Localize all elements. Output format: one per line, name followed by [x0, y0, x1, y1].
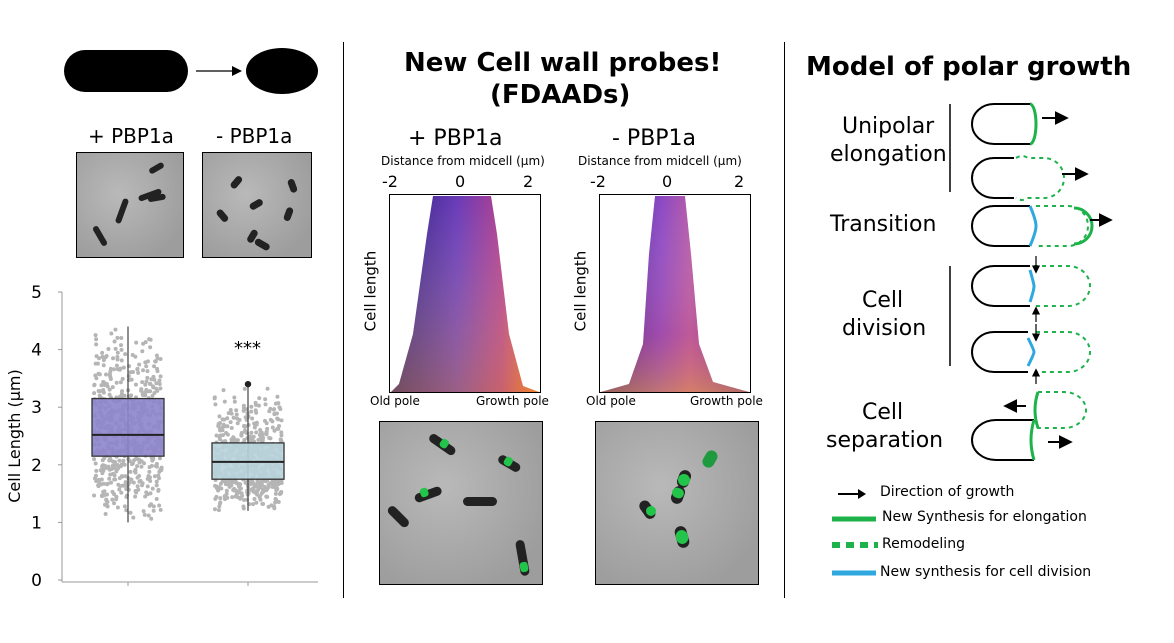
axis-title-minus: Distance from midcell (μm)	[578, 154, 742, 168]
y-tick-label: 0	[31, 571, 42, 591]
tick-minus-0: 0	[662, 172, 673, 191]
minus-pbp1a-label: - PBP1a	[216, 124, 293, 148]
outlier-point	[244, 380, 252, 388]
legend-division-swatch	[832, 570, 876, 576]
y-tick-label: 2	[31, 456, 42, 476]
micrograph-minus-pbp1a	[202, 152, 312, 258]
demograph-minus-pbp1a	[599, 194, 751, 393]
plus-pbp1a-label: + PBP1a	[88, 124, 174, 148]
stage-unipolar-line1: Unipolar	[842, 114, 935, 139]
growth-pole-minus: Growth pole	[690, 394, 763, 408]
rod-cell-shape	[64, 50, 188, 92]
legend-elongation-swatch	[832, 516, 876, 522]
heatmap-plus-label: + PBP1a	[408, 126, 503, 151]
polar-growth-model-diagram	[949, 102, 1113, 461]
stage-unipolar-line2: elongation	[830, 142, 947, 167]
legend-remodeling-swatch	[832, 542, 878, 548]
fluorescence-micrograph-plus	[379, 421, 543, 585]
significance-marker: ***	[234, 338, 261, 359]
middle-title-line1: New Cell wall probes!	[404, 48, 722, 78]
round-cell-shape	[246, 48, 318, 94]
tick-plus-neg2: -2	[382, 172, 398, 191]
micrograph-plus-pbp1a	[76, 152, 184, 258]
heatmap-minus-label: - PBP1a	[612, 126, 697, 151]
old-pole-plus: Old pole	[370, 394, 420, 408]
stage-separation-line2: separation	[826, 428, 944, 453]
ylabel-plus: Cell length	[361, 250, 380, 332]
demograph-plus-pbp1a	[389, 194, 541, 393]
fluorescence-micrograph-minus	[595, 421, 759, 585]
tick-plus-2: 2	[523, 172, 534, 191]
box-0	[91, 397, 165, 457]
legend-remodeling-label: Remodeling	[882, 536, 965, 552]
divider-right	[784, 42, 785, 598]
y-axis-label: Cell Length (μm)	[5, 369, 24, 503]
axis-title-plus: Distance from midcell (μm)	[381, 154, 545, 168]
y-tick-label: 5	[31, 283, 42, 303]
divider-left	[343, 42, 344, 598]
middle-title-line2: (FDAADs)	[490, 80, 631, 110]
tick-minus-neg2: -2	[590, 172, 606, 191]
transform-arrow-head	[232, 66, 242, 76]
legend-direction-arrow-icon	[838, 489, 866, 499]
stage-division-line1: Cell	[862, 288, 904, 313]
stage-transition: Transition	[830, 212, 937, 237]
legend-division-label: New synthesis for cell division	[880, 564, 1092, 580]
stage-division-line2: division	[842, 316, 927, 341]
right-title: Model of polar growth	[806, 52, 1132, 82]
y-tick-label: 4	[31, 341, 42, 361]
ylabel-minus: Cell length	[571, 250, 590, 332]
y-tick-label: 3	[31, 398, 42, 418]
legend-direction-label: Direction of growth	[880, 484, 1015, 500]
growth-pole-plus: Growth pole	[476, 394, 549, 408]
old-pole-minus: Old pole	[586, 394, 636, 408]
tick-minus-2: 2	[734, 172, 745, 191]
cell-shape-diagram	[64, 48, 318, 94]
y-tick-label: 1	[31, 513, 42, 533]
stage-separation-line1: Cell	[862, 400, 904, 425]
tick-plus-0: 0	[455, 172, 466, 191]
legend-elongation-label: New Synthesis for elongation	[882, 509, 1087, 525]
